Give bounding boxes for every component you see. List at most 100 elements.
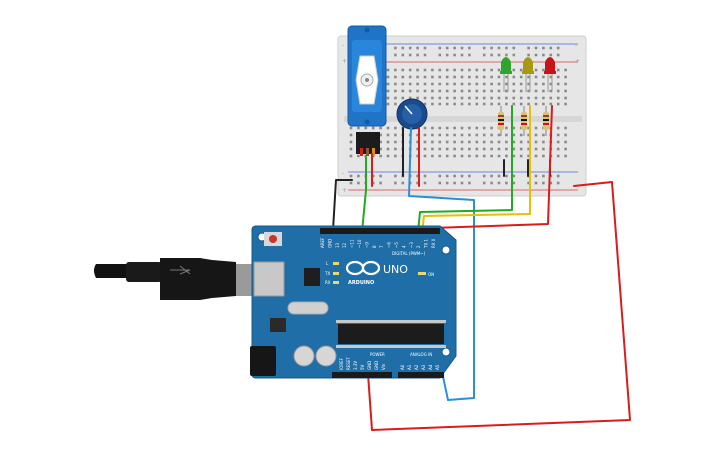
breadboard-hole[interactable] — [423, 75, 427, 79]
breadboard-hole[interactable] — [438, 82, 442, 86]
breadboard-hole[interactable] — [564, 126, 567, 130]
breadboard-hole[interactable] — [475, 147, 479, 151]
breadboard-hole[interactable] — [556, 68, 560, 72]
breadboard-hole[interactable] — [534, 46, 538, 50]
breadboard-hole[interactable] — [453, 133, 456, 137]
breadboard-hole[interactable] — [490, 102, 493, 106]
breadboard-hole[interactable] — [468, 53, 471, 57]
breadboard-hole[interactable] — [490, 133, 493, 137]
breadboard-hole[interactable] — [527, 75, 530, 79]
breadboard-hole[interactable] — [542, 96, 545, 100]
breadboard-hole[interactable] — [394, 174, 397, 178]
breadboard-hole[interactable] — [431, 68, 434, 72]
breadboard-hole[interactable] — [475, 140, 479, 144]
breadboard-hole[interactable] — [349, 154, 353, 158]
breadboard-hole[interactable] — [542, 46, 545, 50]
breadboard-hole[interactable] — [527, 96, 530, 100]
breadboard-hole[interactable] — [512, 53, 516, 57]
breadboard-hole[interactable] — [490, 174, 493, 178]
breadboard-hole[interactable] — [438, 147, 442, 151]
breadboard-hole[interactable] — [408, 89, 412, 93]
breadboard-hole[interactable] — [423, 82, 427, 86]
breadboard-hole[interactable] — [564, 68, 567, 72]
breadboard-hole[interactable] — [497, 75, 501, 79]
breadboard-hole[interactable] — [364, 126, 368, 130]
breadboard-hole[interactable] — [542, 89, 545, 93]
breadboard-hole[interactable] — [379, 181, 382, 185]
breadboard-hole[interactable] — [431, 147, 434, 151]
breadboard-hole[interactable] — [349, 126, 353, 130]
breadboard-hole[interactable] — [468, 75, 471, 79]
breadboard-hole[interactable] — [453, 46, 456, 50]
breadboard-hole[interactable] — [490, 46, 493, 50]
breadboard-hole[interactable] — [408, 75, 412, 79]
breadboard-hole[interactable] — [445, 174, 449, 178]
breadboard-hole[interactable] — [438, 53, 442, 57]
breadboard-hole[interactable] — [386, 68, 390, 72]
breadboard-hole[interactable] — [453, 89, 456, 93]
breadboard-hole[interactable] — [497, 140, 501, 144]
breadboard-hole[interactable] — [468, 46, 471, 50]
breadboard-hole[interactable] — [505, 53, 508, 57]
breadboard-hole[interactable] — [542, 133, 545, 137]
breadboard-hole[interactable] — [512, 174, 516, 178]
resistor-1[interactable] — [498, 106, 504, 136]
usb-cable[interactable] — [94, 258, 258, 300]
breadboard-hole[interactable] — [549, 89, 553, 93]
breadboard-hole[interactable] — [416, 96, 419, 100]
breadboard-hole[interactable] — [512, 96, 516, 100]
breadboard-hole[interactable] — [505, 154, 508, 158]
breadboard-hole[interactable] — [542, 75, 545, 79]
breadboard-hole[interactable] — [564, 133, 567, 137]
breadboard-hole[interactable] — [512, 140, 516, 144]
breadboard-hole[interactable] — [497, 53, 501, 57]
breadboard-hole[interactable] — [453, 126, 456, 130]
breadboard-hole[interactable] — [490, 96, 493, 100]
breadboard-hole[interactable] — [416, 89, 419, 93]
breadboard-hole[interactable] — [490, 89, 493, 93]
breadboard-hole[interactable] — [401, 89, 405, 93]
breadboard-hole[interactable] — [431, 154, 434, 158]
breadboard-hole[interactable] — [349, 140, 353, 144]
breadboard-hole[interactable] — [519, 102, 523, 106]
breadboard-hole[interactable] — [423, 68, 427, 72]
breadboard-hole[interactable] — [423, 154, 427, 158]
power-header[interactable] — [332, 372, 392, 378]
breadboard-hole[interactable] — [453, 181, 456, 185]
breadboard-hole[interactable] — [438, 96, 442, 100]
breadboard-hole[interactable] — [482, 133, 486, 137]
breadboard-hole[interactable] — [556, 82, 560, 86]
breadboard-hole[interactable] — [542, 140, 545, 144]
breadboard-hole[interactable] — [475, 68, 479, 72]
breadboard-hole[interactable] — [497, 46, 501, 50]
breadboard-hole[interactable] — [556, 102, 560, 106]
breadboard-hole[interactable] — [512, 147, 516, 151]
breadboard-hole[interactable] — [527, 126, 530, 130]
breadboard-hole[interactable] — [401, 46, 405, 50]
breadboard-hole[interactable] — [349, 181, 353, 185]
breadboard-hole[interactable] — [394, 53, 397, 57]
breadboard-hole[interactable] — [490, 147, 493, 151]
breadboard-hole[interactable] — [460, 126, 464, 130]
breadboard-hole[interactable] — [445, 82, 449, 86]
breadboard-hole[interactable] — [460, 96, 464, 100]
breadboard-hole[interactable] — [512, 82, 516, 86]
breadboard-hole[interactable] — [438, 140, 442, 144]
breadboard-hole[interactable] — [468, 174, 471, 178]
breadboard-hole[interactable] — [482, 154, 486, 158]
breadboard-hole[interactable] — [534, 147, 538, 151]
breadboard-hole[interactable] — [468, 147, 471, 151]
breadboard-hole[interactable] — [542, 147, 545, 151]
breadboard-hole[interactable] — [505, 102, 508, 106]
breadboard-hole[interactable] — [431, 96, 434, 100]
breadboard-hole[interactable] — [534, 102, 538, 106]
breadboard-hole[interactable] — [408, 53, 412, 57]
breadboard-hole[interactable] — [564, 82, 567, 86]
breadboard-hole[interactable] — [416, 68, 419, 72]
breadboard-hole[interactable] — [490, 126, 493, 130]
breadboard-hole[interactable] — [482, 96, 486, 100]
breadboard-hole[interactable] — [482, 140, 486, 144]
breadboard-hole[interactable] — [453, 174, 456, 178]
